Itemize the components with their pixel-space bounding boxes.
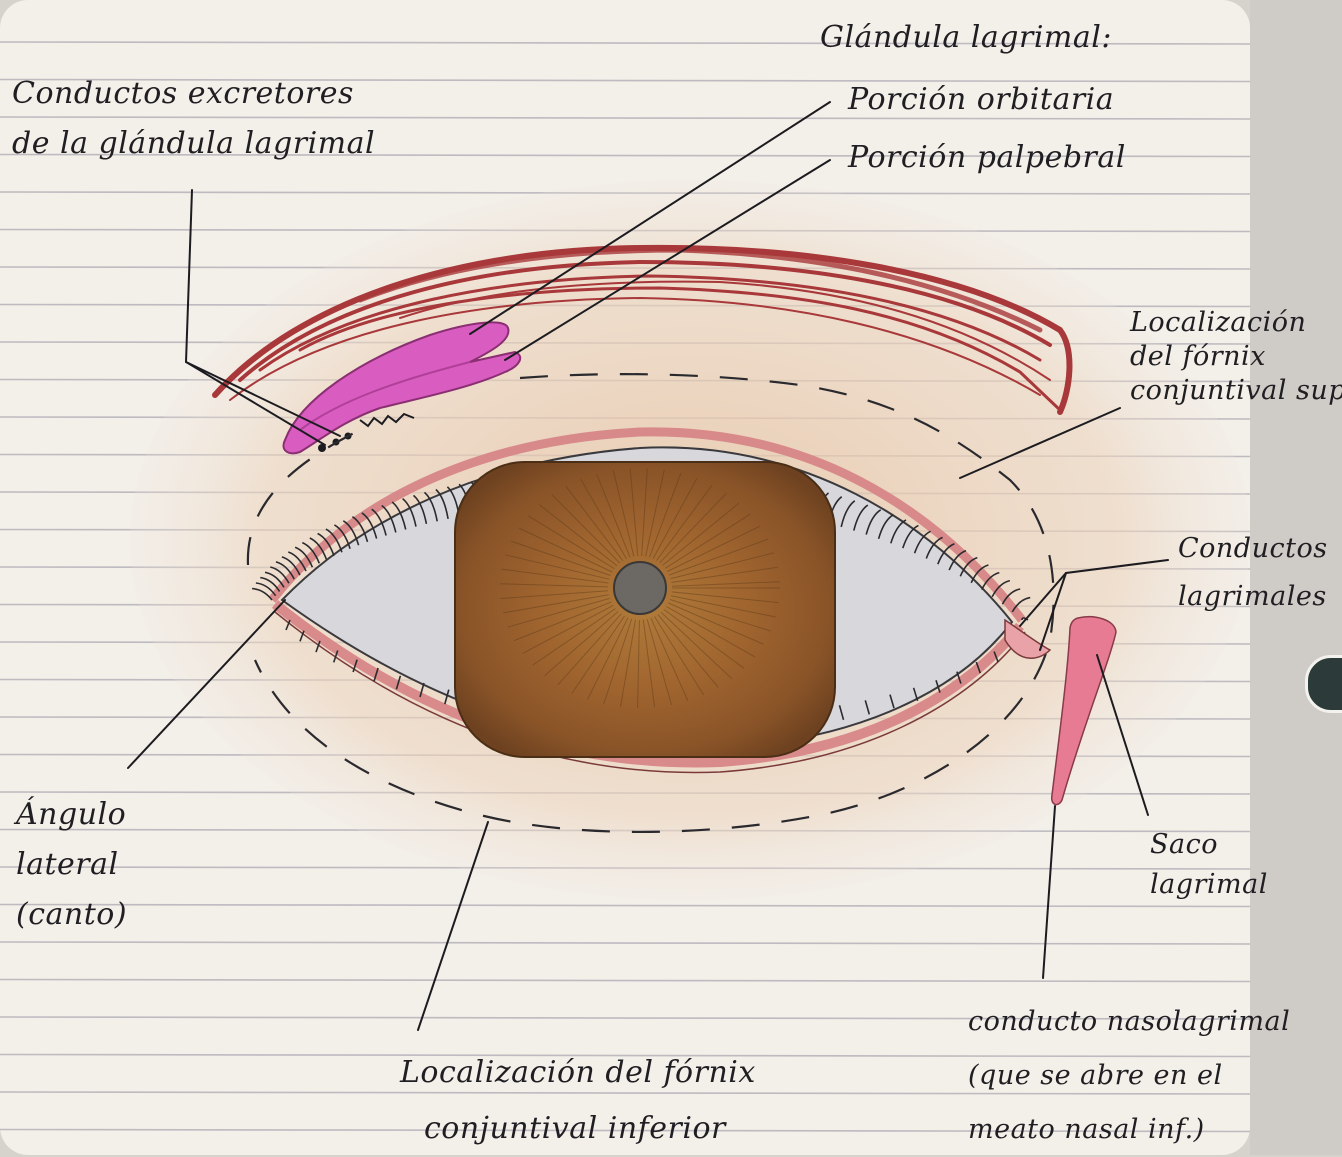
label-porcion-orbitaria: Porción orbitaria [848,82,1114,118]
label-conductos-excretores: Conductos excretores de la glándula lagr… [12,76,375,162]
label-fornix-inferior: Localización del fórnix conjuntival infe… [400,1045,756,1157]
label-angulo-lateral: Ángulo lateral (canto) [16,790,127,940]
label-fornix-superior: Localización del fórnix conjuntival sup. [1130,306,1342,408]
label-saco-lagrimal: Saco lagrimal [1150,825,1268,905]
label-conducto-nasolagrimal: conducto nasolagrimal (que se abre en el… [968,995,1290,1157]
label-porcion-palpebral: Porción palpebral [848,140,1126,176]
label-glandula-lagrimal: Glándula lagrimal: [820,20,1112,56]
pupil [614,562,666,614]
label-conductos-lagrimales: Conductos lagrimales [1178,532,1328,614]
